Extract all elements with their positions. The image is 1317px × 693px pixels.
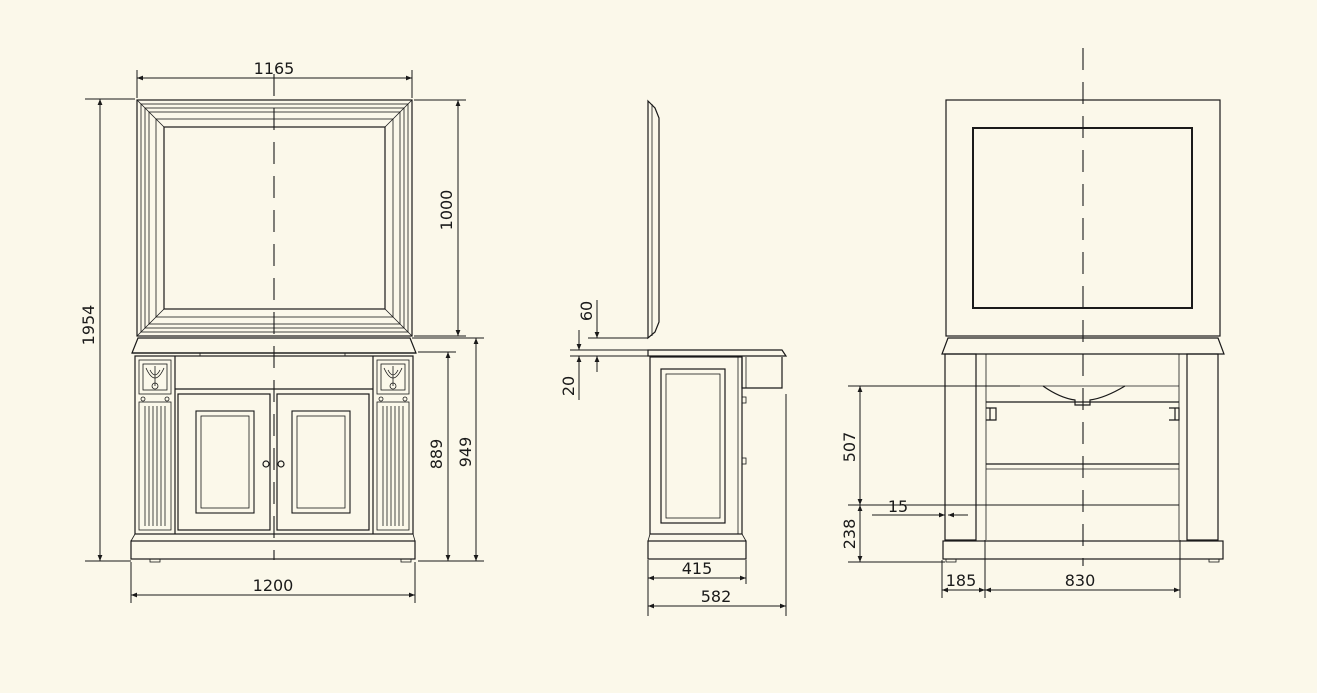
front-cabinet bbox=[130, 355, 416, 563]
dim-label-1000: 1000 bbox=[437, 190, 456, 231]
dim-label-15: 15 bbox=[888, 497, 908, 516]
dim-mirror-width: 1165 bbox=[136, 59, 413, 98]
dim-label-949: 949 bbox=[456, 437, 475, 468]
dim-cabinet-width: 1200 bbox=[130, 562, 416, 603]
back-countertop bbox=[941, 337, 1225, 355]
dim-label-20: 20 bbox=[559, 376, 578, 396]
dim-label-185: 185 bbox=[946, 571, 977, 590]
back-right-leg bbox=[1186, 353, 1219, 541]
side-mirror-profile bbox=[647, 99, 660, 340]
dim-cabinet-height: 889 bbox=[418, 351, 484, 562]
side-cabinet bbox=[649, 356, 743, 535]
dim-side-top: 60 20 bbox=[559, 300, 648, 400]
back-left-leg bbox=[944, 353, 977, 541]
dim-label-507: 507 bbox=[840, 432, 859, 463]
dim-label-415: 415 bbox=[682, 559, 713, 578]
dim-label-582: 582 bbox=[701, 587, 732, 606]
side-countertop bbox=[647, 349, 788, 357]
dim-label-1954: 1954 bbox=[79, 305, 98, 346]
side-view: 60 20 415 582 bbox=[559, 99, 788, 616]
dim-label-830: 830 bbox=[1065, 571, 1096, 590]
dim-mirror-height: 1000 bbox=[414, 99, 466, 337]
dim-back-mount-height: 507 bbox=[840, 385, 1179, 506]
dim-label-1200: 1200 bbox=[253, 576, 294, 595]
dim-label-238: 238 bbox=[840, 519, 859, 550]
dim-side-body-depth: 415 bbox=[647, 559, 747, 616]
side-basin bbox=[741, 357, 783, 389]
dim-label-1165: 1165 bbox=[254, 59, 295, 78]
front-view: 1165 1954 1000 889 949 bbox=[79, 59, 484, 603]
dim-back-offset: 15 bbox=[872, 497, 968, 518]
dim-height-to-top: 949 bbox=[412, 337, 484, 561]
dim-label-60: 60 bbox=[577, 301, 596, 321]
dim-back-widths: 185 830 bbox=[941, 540, 1181, 598]
dim-total-height: 1954 bbox=[79, 98, 135, 562]
dim-back-base-height: 238 bbox=[840, 505, 945, 563]
dim-side-total-depth: 582 bbox=[648, 394, 787, 616]
dim-label-889: 889 bbox=[427, 439, 446, 470]
back-view: 507 15 238 185 830 bbox=[840, 48, 1225, 598]
